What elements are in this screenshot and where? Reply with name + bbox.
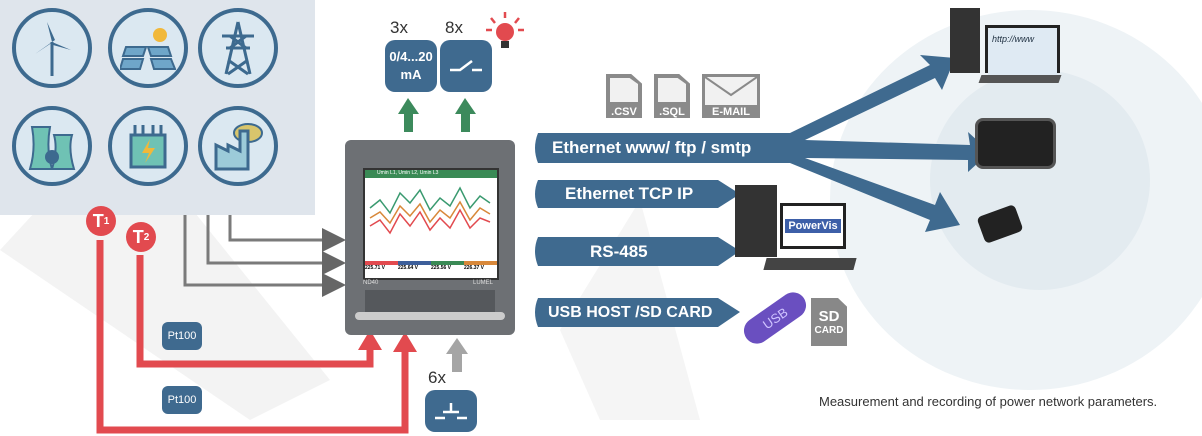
sql-label: .SQL (659, 106, 685, 118)
analog-multiplier: 3x (390, 18, 408, 37)
email-icon: E-MAIL (702, 74, 760, 118)
transformer-icon (108, 106, 188, 186)
keyboard-icon (763, 258, 857, 270)
link-usb-sd: USB HOST /SD CARD (548, 303, 713, 321)
sql-file-icon: .SQL (654, 74, 690, 118)
analog-range: 0/4...20 (389, 49, 433, 64)
t2-label: T (132, 226, 144, 247)
factory-icon (198, 106, 278, 186)
analog-unit: mA (400, 67, 422, 82)
nuclear-plant-icon (12, 106, 92, 186)
pt100-sensor-1: Pt100 (162, 322, 202, 350)
t1-label: T (92, 210, 104, 231)
csv-label: .CSV (611, 106, 637, 118)
t1-sub: 1 (103, 215, 110, 227)
wind-turbine-icon (12, 8, 92, 88)
pc-monitor: PowerVis (780, 203, 846, 249)
link-ethernet-www: Ethernet www/ ftp / smtp (552, 138, 752, 157)
screen-trend-chart (369, 186, 491, 235)
t2-sub: 2 (143, 231, 150, 243)
desktop-tower-icon (950, 8, 980, 73)
push-button-icon (435, 403, 467, 420)
digital-input-box (425, 390, 477, 432)
reading-l3: 225.56 V (431, 261, 464, 271)
desktop-monitor: http://www (985, 25, 1060, 82)
sd-label: SD (818, 308, 840, 325)
wiring-diagram (96, 98, 476, 434)
card-label: CARD (814, 325, 844, 336)
switch-icon (450, 60, 482, 72)
caption: Measurement and recording of power netwo… (819, 394, 1158, 409)
light-bulb-icon (486, 12, 524, 48)
desktop-keyboard-icon (978, 75, 1062, 83)
recorder-device: Umin L1, Umin L2, Umin L3 225.71 V 225.6… (345, 140, 515, 335)
solar-panel-icon (108, 8, 188, 88)
tablet-icon (975, 118, 1056, 169)
device-handle (355, 312, 505, 320)
pc-tower-icon (735, 185, 777, 257)
powervis-label: PowerVis (785, 219, 841, 233)
digital-input-multiplier: 6x (428, 368, 446, 387)
reading-l1: 225.71 V (365, 261, 398, 271)
device-model: ND40 (363, 280, 379, 286)
analog-output-box: 0/4...20 mA (385, 40, 437, 92)
power-pylon-icon (198, 8, 278, 88)
csv-file-icon: .CSV (606, 74, 642, 118)
link-rs485: RS-485 (590, 241, 648, 261)
device-screen: Umin L1, Umin L2, Umin L3 225.71 V 225.6… (363, 168, 499, 280)
link-ethernet-tcp: Ethernet TCP IP (565, 184, 694, 203)
browser-url: http://www (988, 28, 1057, 82)
reading-l2: 225.64 V (398, 261, 431, 271)
pt100-sensor-2: Pt100 (162, 386, 202, 414)
screen-title: Umin L1, Umin L2, Umin L3 (365, 170, 497, 178)
reading-l4: 226.37 V (464, 261, 497, 271)
email-label: E-MAIL (712, 106, 750, 118)
relay-output-box (440, 40, 492, 92)
relay-multiplier: 8x (445, 18, 463, 37)
device-brand: LUMEL (473, 280, 494, 286)
